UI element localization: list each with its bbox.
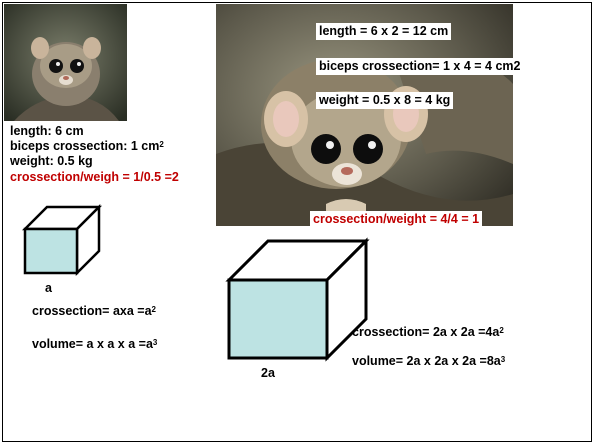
large-cube-volume: volume= 2a x 2a x 2a =8a3 — [352, 354, 505, 369]
small-cube-crossection-value: crossection= axa =a — [32, 304, 152, 318]
large-cube-label: 2a — [261, 366, 275, 380]
large-cube-crossection: crossection= 2a x 2a =4a2 — [352, 325, 504, 340]
small-cube-crossection: crossection= axa =a2 — [32, 304, 156, 319]
large-cube-volume-exponent: 3 — [500, 355, 506, 364]
large-cube-volume-value: volume= 2a x 2a x 2a =8a — [352, 354, 501, 368]
small-length-text: length: 6 cm — [10, 124, 84, 138]
mouse-lemur-small-photo — [4, 4, 127, 121]
small-cube — [21, 203, 103, 277]
large-ratio-text: crossection/weight = 4/4 = 1 — [310, 211, 483, 228]
small-cube-volume: volume= a x a x a =a3 — [32, 337, 157, 352]
small-biceps-text: biceps crossection: 1 cm2 — [10, 139, 164, 154]
small-cube-volume-exponent: 3 — [152, 338, 158, 347]
small-cube-label: a — [45, 281, 52, 295]
large-length-text: length = 6 x 2 = 12 cm — [316, 23, 452, 40]
large-cube-crossection-exponent: 2 — [499, 326, 504, 335]
small-biceps-exponent: 2 — [159, 140, 164, 149]
large-weight-text: weight = 0.5 x 8 = 4 kg — [316, 92, 454, 109]
large-cube — [225, 237, 370, 362]
small-ratio-text: crossection/weigh = 1/0.5 =2 — [10, 170, 179, 184]
small-cube-crossection-exponent: 2 — [151, 305, 156, 314]
small-biceps-value: biceps crossection: 1 cm — [10, 139, 160, 153]
large-cube-crossection-value: crossection= 2a x 2a =4a — [352, 325, 500, 339]
large-biceps-text: biceps crossection= 1 x 4 = 4 cm2 — [316, 58, 524, 75]
small-weight-text: weight: 0.5 kg — [10, 154, 93, 168]
small-cube-volume-value: volume= a x a x a =a — [32, 337, 153, 351]
